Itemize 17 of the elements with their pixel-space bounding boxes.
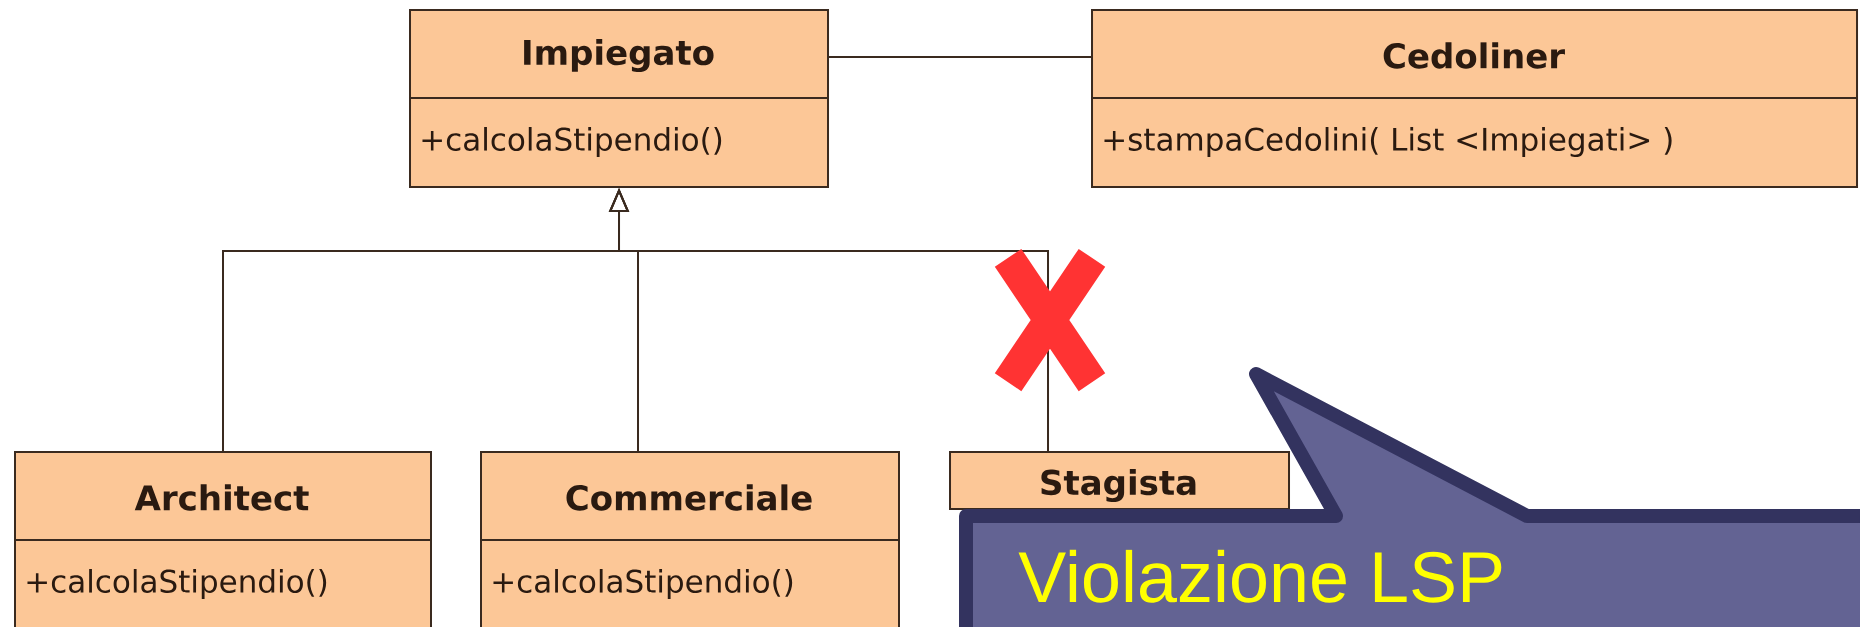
class-name: Architect [134, 484, 309, 511]
method-text: +calcolaStipendio() [27, 569, 327, 599]
class-box [13, 451, 432, 627]
method-text: +calcolaStipendio() [422, 127, 722, 157]
class-name: Commerciale [566, 484, 812, 511]
callout-box [959, 367, 1860, 627]
class-box [949, 451, 1290, 510]
class-name: Stagista [1041, 468, 1196, 503]
class-box [408, 9, 829, 188]
callout-text: Violazione LSP [1018, 549, 1502, 603]
class-box [1090, 9, 1858, 188]
method-text: +stampaCedolini( List <Impiegati> ) [1104, 127, 1672, 157]
class-name: Cedoliner [1383, 42, 1565, 69]
connector [828, 56, 1092, 58]
method-text: +calcolaStipendio() [493, 569, 793, 599]
class-name: Impiegato [524, 38, 714, 73]
class-box [479, 451, 900, 627]
